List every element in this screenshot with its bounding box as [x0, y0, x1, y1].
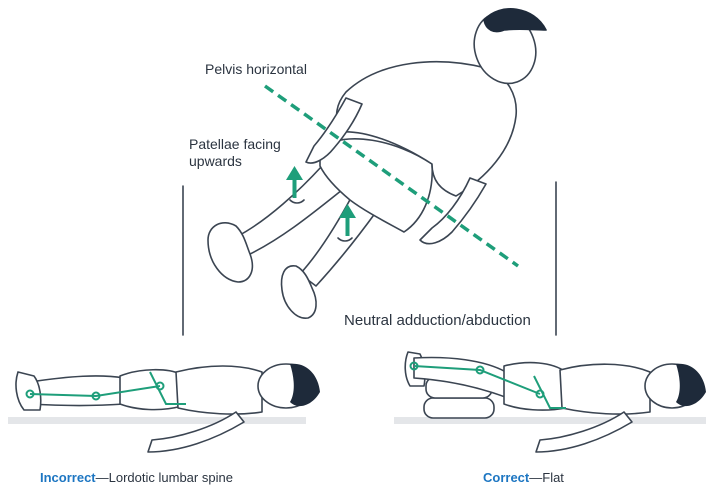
top-hair [484, 9, 546, 32]
caption-correct: Correct—Flat [483, 470, 564, 485]
correct-hair [676, 364, 706, 406]
correct-shirt [560, 364, 650, 414]
label-pelvis-horizontal: Pelvis horizontal [205, 61, 307, 78]
label-patellae-line1: Patellae facing [189, 136, 281, 153]
label-neutral-adduction: Neutral adduction/abduction [344, 312, 531, 329]
figure-incorrect [16, 364, 314, 452]
label-patellae: Patellae facing upwards [189, 136, 281, 170]
surface-incorrect [8, 417, 306, 424]
caption-incorrect-keyword: Incorrect [40, 470, 96, 485]
support-cushion-lower [424, 398, 494, 418]
incorrect-shirt [176, 366, 262, 414]
label-patellae-line2: upwards [189, 153, 281, 170]
caption-correct-text: —Flat [529, 470, 564, 485]
incorrect-hair [290, 364, 320, 406]
incorrect-leg [30, 376, 124, 406]
caption-correct-keyword: Correct [483, 470, 529, 485]
caption-incorrect: Incorrect—Lordotic lumbar spine [40, 470, 233, 485]
figure-correct [405, 352, 699, 452]
correct-shorts [504, 363, 566, 410]
caption-incorrect-text: —Lordotic lumbar spine [96, 470, 233, 485]
